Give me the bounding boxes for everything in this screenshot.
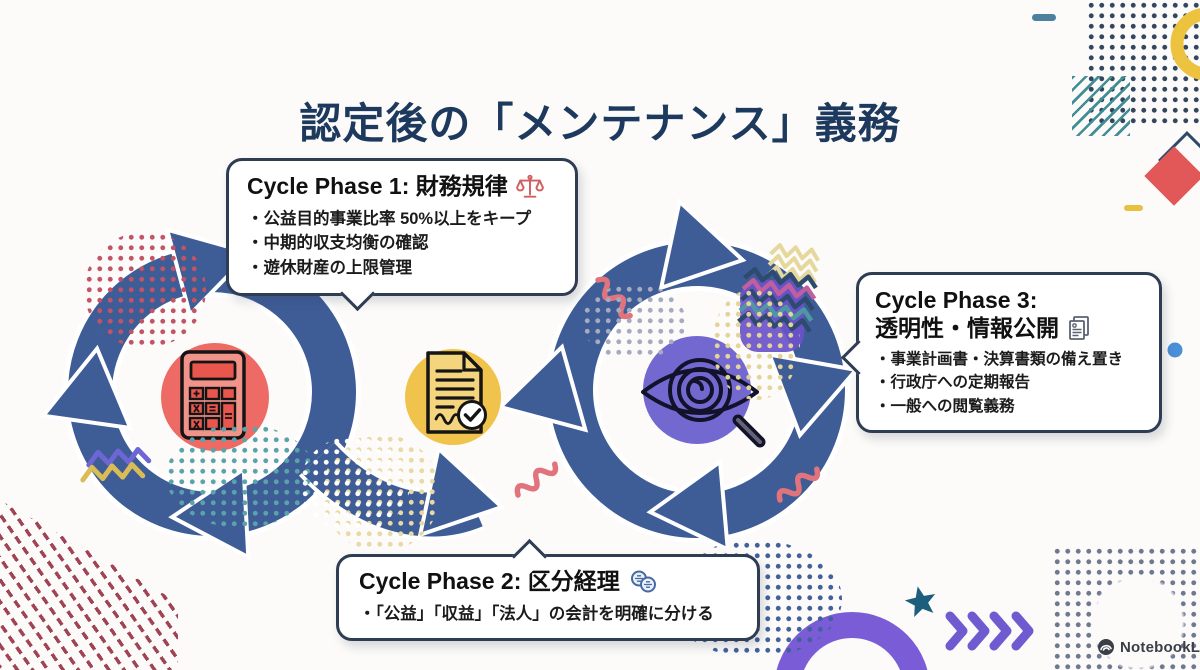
zigzag-purple-yellow [80,447,152,483]
red-diamond [1144,146,1200,206]
document-check-icon [405,349,501,445]
dot-cluster-grey [582,284,686,360]
phase1-title-text: Cycle Phase 1: 財務規律 [247,173,508,199]
yellow-dash [1124,205,1143,211]
blue-dot [1167,342,1183,358]
phase2-title-text: Cycle Phase 2: 区分経理 [359,568,620,594]
dot-cluster-red [84,232,206,348]
phase3-bullets: ・事業計画書・決算書類の備え置き ・行政庁への定期報告 ・一般への閲覧義務 [875,348,1145,418]
phase3-bullet-2: ・行政庁への定期報告 [875,374,1031,392]
star-icon [904,586,936,617]
phase1-callout: Cycle Phase 1: 財務規律 ・公益目的事業比率 50%以上をキープ … [226,158,578,312]
diagonal-stripes-patch [1072,76,1130,136]
dot-cluster-teal [166,424,316,528]
teal-dash [1032,14,1056,21]
phase1-bullet-1: ・公益目的事業比率 50%以上をキープ [247,209,532,228]
phase2-callout: Cycle Phase 2: 区分経理 ・「公益」「収益」「法人」の会計を明確に… [336,538,760,642]
yellow-ring [1170,8,1200,80]
report-pages-icon [1069,316,1089,341]
chevrons-right [945,611,1034,651]
phase2-bullets: ・「公益」「収益」「法人」の会計を明確に分ける [359,602,739,627]
calculator-icon [161,343,269,451]
notebooklm-logo-text: NotebookLM [1120,638,1200,656]
phase1-bullet-3: ・遊休財産の上限管理 [247,259,412,278]
page-title: 認定後の「メンテナンス」義務 [299,100,901,148]
phase2-bullet-1: ・「公益」「収益」「法人」の会計を明確に分ける [359,604,714,623]
dot-grid-bottom-right [1052,546,1200,670]
phase3-callout: Cycle Phase 3: 透明性・情報公開 ・事業計画書・決算書類の備え置き [840,272,1162,433]
phase1-bullet-2: ・中期的収支均衡の確認 [247,234,429,253]
phase3-title-text1: Cycle Phase 3: [875,287,1038,313]
phase2-title: Cycle Phase 2: 区分経理 [359,568,739,596]
coins-icon [630,570,656,593]
notebooklm-logo-icon [1098,639,1114,655]
phase1-title: Cycle Phase 1: 財務規律 [247,173,559,201]
dot-cluster-white [300,436,410,532]
scales-icon [515,174,544,198]
phase3-bullet-1: ・事業計画書・決算書類の備え置き [875,351,1124,369]
phase3-bullet-3: ・一般への閲覧義務 [875,397,1015,415]
phase3-title-line2: 透明性・情報公開 [875,315,1145,343]
phase1-bullets: ・公益目的事業比率 50%以上をキープ ・中期的収支均衡の確認 ・遊休財産の上限… [247,207,559,281]
phase3-title-text2: 透明性・情報公開 [875,314,1059,341]
notebooklm-logo: NotebookLM [1097,638,1200,656]
dot-cluster-pale-yellow [712,288,800,400]
phase3-title-line1: Cycle Phase 3: [875,287,1145,315]
